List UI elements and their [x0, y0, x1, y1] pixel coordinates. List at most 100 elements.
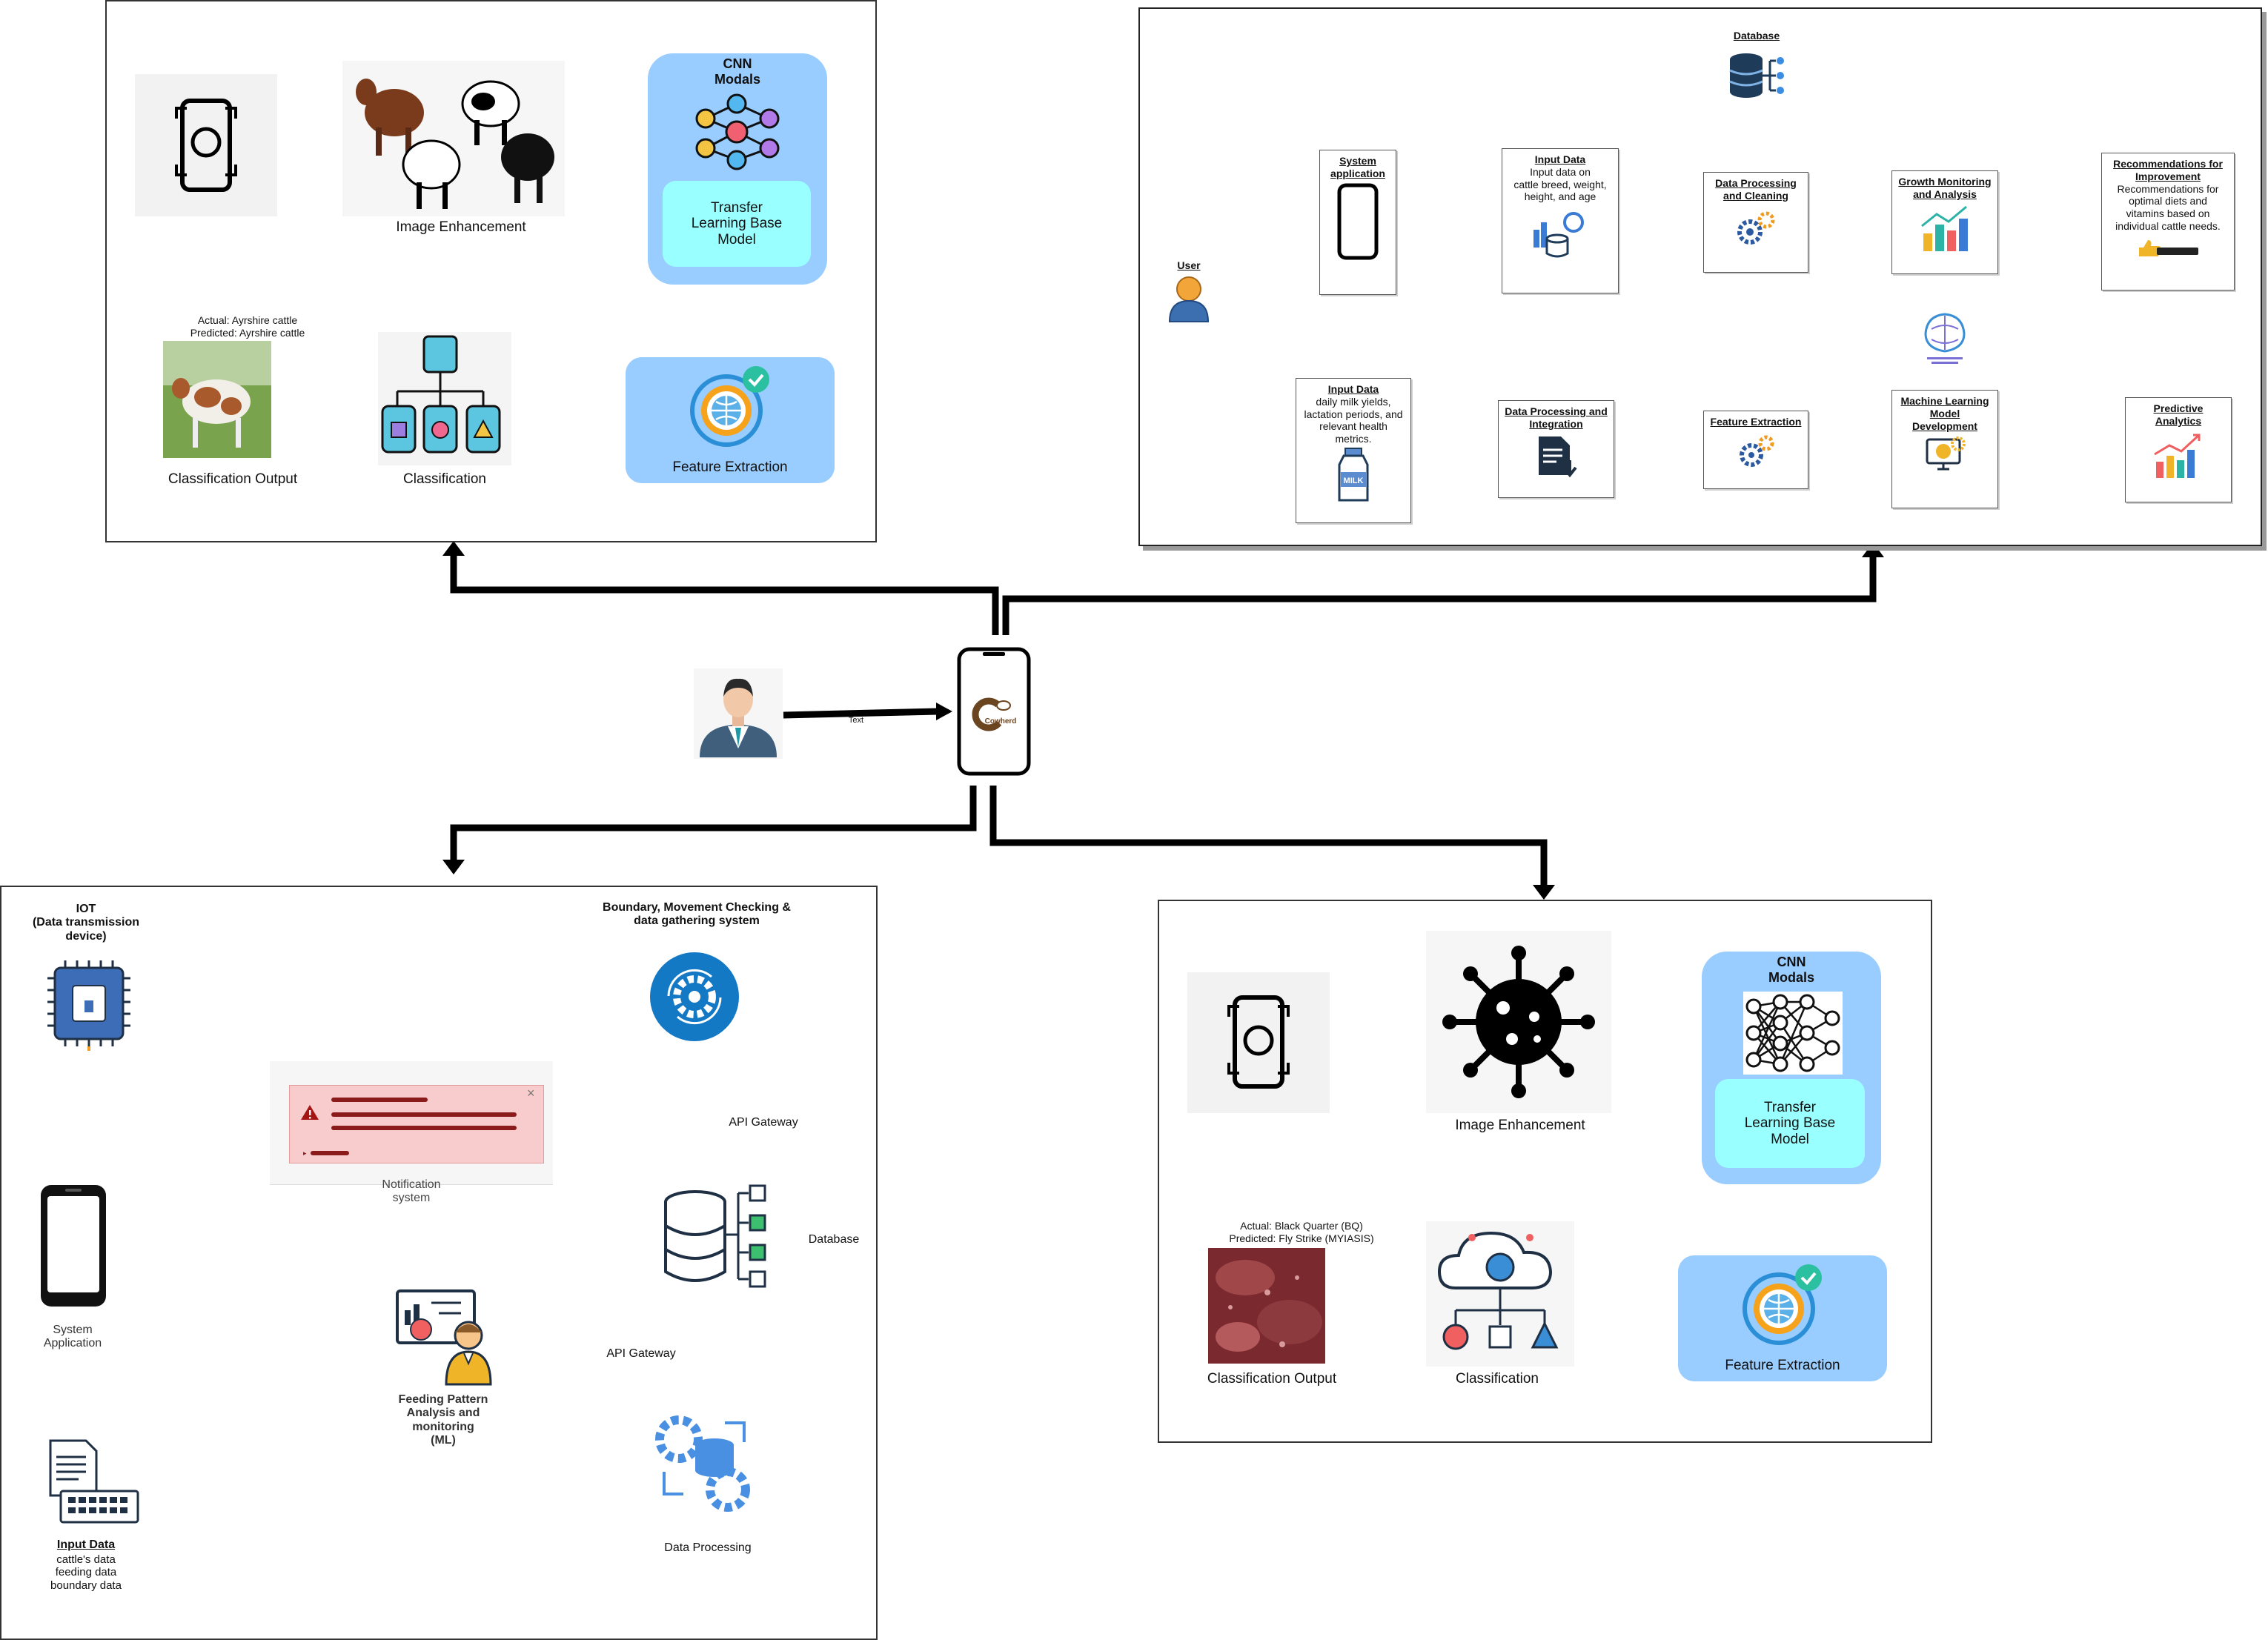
- recommendations-desc: Recommendations for optimal diets and vi…: [2115, 182, 2221, 232]
- database-icon: [1729, 53, 1784, 98]
- classification-output-label-2: Classification Output: [1207, 1371, 1337, 1387]
- milk-text: MILK: [1344, 477, 1364, 485]
- system-application-title: System application: [1330, 155, 1385, 179]
- machine-learning-brain-icon: [1924, 313, 1966, 364]
- feature-extraction-title: Feature Extraction: [1710, 416, 1802, 428]
- transfer-learning-label-2: Transfer Learning Base Model: [1715, 1079, 1865, 1168]
- main-arrowheads: [442, 541, 1884, 900]
- dense-network-icon: [1743, 992, 1843, 1075]
- cowherd-app-phone[interactable]: Cowherd: [956, 646, 1033, 777]
- system-application-label: System Application: [43, 1324, 102, 1350]
- globe-check-icon-2: [1743, 1264, 1822, 1345]
- main-connectors: [450, 554, 1877, 886]
- recommendations-box: Recommendations for Improvement Recommen…: [2101, 153, 2235, 291]
- growth-monitoring-box: Growth Monitoring and Analysis: [1891, 170, 1998, 274]
- system-application-box: System application: [1319, 150, 1396, 295]
- app-name-text: Cowherd: [985, 717, 1017, 726]
- growth-chart-icon: [1921, 205, 1968, 251]
- smartphone-icon: [1337, 183, 1379, 260]
- predicted-label: Predicted: Ayrshire cattle: [190, 327, 305, 339]
- ml-development-title: Machine Learning Model Development: [1900, 395, 1989, 432]
- classification-label-2: Classification: [1456, 1371, 1539, 1387]
- input-data-2-desc: daily milk yields, lactation periods, an…: [1304, 395, 1403, 445]
- predictive-analytics-title: Predictive Analytics: [2153, 402, 2204, 427]
- api-gateway-2-label: API Gateway: [606, 1347, 676, 1360]
- notification-bar-2: [331, 1112, 517, 1117]
- input-data-title: Input Data: [56, 1538, 116, 1551]
- data-processing-gears-icon: [655, 1415, 750, 1512]
- globe-check-icon: [690, 366, 769, 447]
- user-label: User: [1177, 259, 1201, 271]
- neural-network-icon: [695, 93, 780, 170]
- thumbs-up-icon: [2139, 239, 2198, 256]
- image-enhancement-label-2: Image Enhancement: [1455, 1118, 1585, 1133]
- predicted-label-2: Predicted: Fly Strike (MYIASIS): [1229, 1232, 1374, 1244]
- notification-system-label: Notification system: [382, 1178, 441, 1205]
- data-processing-cleaning-title: Data Processing and Cleaning: [1715, 177, 1797, 202]
- ml-monitor-icon: [1926, 436, 1966, 471]
- image-enhancement-label: Image Enhancement: [396, 219, 526, 235]
- notification-bar-1: [331, 1098, 428, 1102]
- document-download-icon: [1538, 436, 1577, 477]
- recommendations-title: Recommendations for Improvement: [2113, 158, 2223, 182]
- virus-icon: [1426, 931, 1611, 1113]
- cattle-images-icon: [342, 61, 565, 216]
- feature-extraction-label: Feature Extraction: [672, 459, 788, 475]
- notification-card[interactable]: ▸ ×: [289, 1085, 544, 1163]
- system-application-phone-icon: [41, 1185, 106, 1307]
- warning-icon: [301, 1105, 319, 1120]
- phone-scan-icon: [135, 74, 277, 216]
- api-gateway-1-label: API Gateway: [729, 1116, 798, 1129]
- input-data-keyboard-icon: [49, 1439, 139, 1524]
- growth-monitoring-title: Growth Monitoring and Analysis: [1898, 176, 1992, 200]
- milk-bottle-icon: MILK: [1338, 447, 1369, 502]
- iot-chip-icon: [47, 960, 130, 1051]
- expand-caret-icon: ▸: [303, 1149, 307, 1157]
- database-label: Database: [808, 1233, 860, 1246]
- input-data-2-title: Input Data: [1327, 383, 1379, 395]
- notification-bar-4: [311, 1151, 349, 1155]
- disease-tissue-photo: [1208, 1248, 1325, 1364]
- feature-extraction-label-2: Feature Extraction: [1725, 1358, 1840, 1373]
- actual-label-2: Actual: Black Quarter (BQ): [1240, 1220, 1363, 1232]
- database-server-icon: [664, 1184, 766, 1288]
- input-data-1-desc: Input data on cattle breed, weight, heig…: [1513, 165, 1607, 203]
- transfer-learning-label: Transfer Learning Base Model: [663, 181, 811, 267]
- phone-scan-icon-2: [1187, 972, 1330, 1113]
- classification-label: Classification: [403, 471, 486, 487]
- feeding-pattern-analysis-icon: [396, 1289, 492, 1386]
- ayrshire-cattle-photo: [163, 341, 271, 458]
- database-title: Database: [1733, 30, 1780, 42]
- input-data-box-1: Input Data Input data on cattle breed, w…: [1502, 148, 1619, 293]
- classification-output-label: Classification Output: [168, 471, 298, 487]
- text-arrow-label: Text: [848, 716, 864, 725]
- data-analytics-icon: [1533, 212, 1584, 258]
- cnn-modals-label: CNN Modals: [714, 56, 760, 87]
- predictive-analytics-box: Predictive Analytics: [2125, 397, 2232, 502]
- feature-gears-icon: [1740, 435, 1774, 467]
- user-icon: [1168, 276, 1210, 322]
- iot-label: IOT (Data transmission device): [32, 903, 140, 943]
- input-data-1-title: Input Data: [1534, 153, 1586, 165]
- feeding-pattern-label: Feeding Pattern Analysis and monitoring …: [398, 1393, 488, 1447]
- feature-extraction-box: Feature Extraction: [1703, 411, 1808, 489]
- data-processing-label: Data Processing: [664, 1541, 752, 1554]
- input-data-box-2: Input Data daily milk yields, lactation …: [1296, 378, 1411, 523]
- data-processing-integration-box: Data Processing and Integration: [1498, 400, 1614, 498]
- cnn-modals-label-2: CNN Modals: [1768, 955, 1814, 985]
- classification-cloud-icon: [1426, 1221, 1574, 1367]
- predictive-chart-icon: [2154, 434, 2201, 478]
- data-processing-cleaning-box: Data Processing and Cleaning: [1703, 172, 1808, 273]
- close-icon[interactable]: ×: [527, 1086, 535, 1100]
- boundary-system-gear-icon: [650, 952, 739, 1041]
- input-data-desc: cattle's data feeding data boundary data: [50, 1553, 122, 1592]
- ml-development-box: Machine Learning Model Development: [1891, 390, 1998, 508]
- actual-label: Actual: Ayrshire cattle: [197, 314, 298, 326]
- classification-tree-icon: [378, 332, 511, 465]
- boundary-system-label: Boundary, Movement Checking & data gathe…: [603, 901, 791, 928]
- gears-icon: [1737, 211, 1775, 245]
- panel-cattle-breed-classification: Image Enhancement CNN Modals Transfer Le…: [105, 0, 877, 542]
- data-processing-integration-title: Data Processing and Integration: [1505, 405, 1608, 430]
- farmer-avatar-icon: [694, 668, 783, 759]
- notification-bar-3: [331, 1126, 517, 1130]
